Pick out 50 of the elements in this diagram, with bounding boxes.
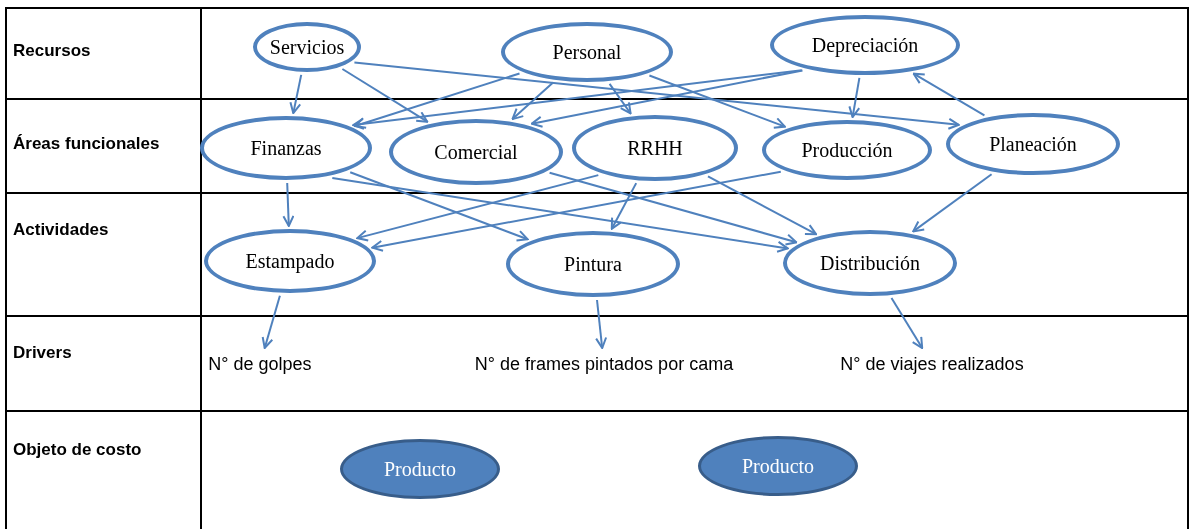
arrow xyxy=(341,68,429,123)
arrow xyxy=(356,174,600,242)
node-label: Distribución xyxy=(820,251,920,275)
table-row xyxy=(5,7,1189,98)
arrow xyxy=(282,182,295,227)
driver-text: N° de frames pintados por cama xyxy=(474,353,734,375)
process-ellipse xyxy=(204,229,376,293)
arrow xyxy=(610,182,638,230)
node-label: Planeación xyxy=(989,132,1077,156)
arrow xyxy=(289,73,303,115)
row-label: Recursos xyxy=(13,41,91,61)
arrow xyxy=(371,170,782,252)
process-ellipse xyxy=(200,116,372,180)
arrow xyxy=(349,171,529,242)
arrow xyxy=(261,294,281,349)
driver-text: N° de golpes xyxy=(208,353,312,375)
node-label: Producción xyxy=(801,138,893,162)
node-label: Comercial xyxy=(434,140,518,164)
row-label: Áreas funcionales xyxy=(13,134,160,154)
node-label: Producto xyxy=(383,457,457,481)
arrow xyxy=(511,81,555,121)
node-label: Depreciación xyxy=(811,33,919,57)
arrow xyxy=(912,72,986,117)
arrow xyxy=(848,76,861,119)
arrow xyxy=(648,74,786,129)
arrow xyxy=(331,176,789,253)
row-label: Objeto de costo xyxy=(13,440,142,460)
row-label: Drivers xyxy=(13,343,72,363)
node-label: Pintura xyxy=(564,252,622,276)
row-label: Actividades xyxy=(13,220,109,240)
arrow xyxy=(353,61,960,130)
node-label: Finanzas xyxy=(250,136,322,160)
arrow xyxy=(595,299,608,349)
arrow xyxy=(530,69,804,128)
arrow xyxy=(352,69,803,130)
arrow xyxy=(912,173,993,233)
node-label: RRHH xyxy=(627,136,683,160)
table-row xyxy=(5,192,1189,315)
table-row xyxy=(5,315,1189,410)
node-label: Servicios xyxy=(269,35,345,59)
table-row xyxy=(5,410,1189,529)
arrow xyxy=(608,82,632,115)
arrow xyxy=(548,171,798,246)
node-label: Estampado xyxy=(245,249,335,273)
node-label: Personal xyxy=(552,40,622,64)
table-row xyxy=(5,98,1189,192)
arrow xyxy=(707,175,818,236)
arrow xyxy=(890,297,924,349)
driver-text: N° de viajes realizados xyxy=(840,353,1024,375)
node-label: Producto xyxy=(741,454,815,478)
